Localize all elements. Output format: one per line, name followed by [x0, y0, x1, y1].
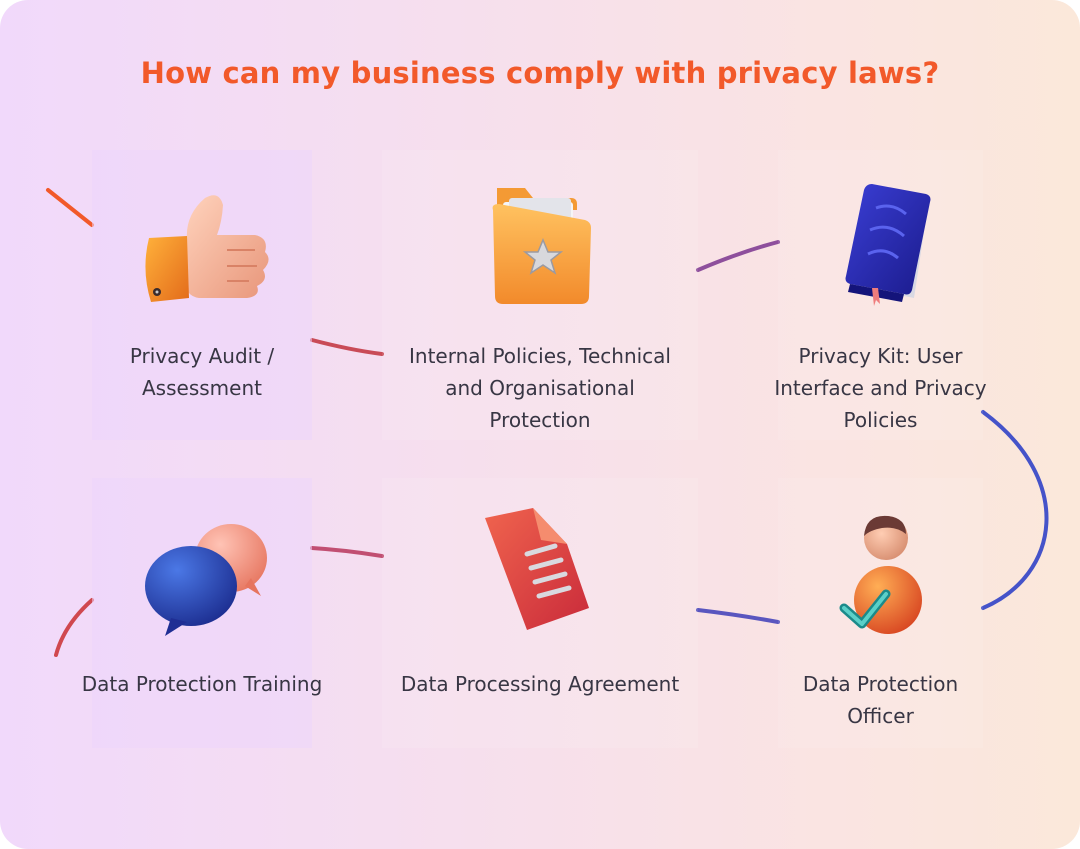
folder-star-icon [465, 180, 615, 310]
connector-officer-to-agreement [696, 608, 780, 624]
step-data-processing-agreement: Data Processing Agreement [382, 478, 698, 748]
step-internal-policies: Internal Policies, Technical and Organis… [382, 150, 698, 440]
thumbs-up-icon [127, 180, 277, 310]
connector-kit-to-officer [981, 410, 1049, 610]
step-label: Data Processing Agreement [400, 672, 680, 696]
chat-bubbles-icon [127, 508, 277, 638]
connector-start-line [46, 188, 94, 227]
page-title: How can my business comply with privacy … [140, 56, 940, 90]
book-icon [806, 180, 956, 310]
connector-agreement-to-training [310, 546, 384, 558]
connector-audit-to-policies [310, 338, 384, 356]
step-data-protection-officer: Data Protection Officer [778, 478, 983, 748]
connector-policies-to-kit [696, 240, 780, 272]
document-icon [465, 508, 615, 638]
step-label: Privacy Kit: User Interface and Privacy … [774, 344, 987, 432]
step-label: Data Protection Training [81, 672, 323, 696]
step-data-protection-training: Data Protection Training [82, 478, 322, 748]
step-privacy-kit: Privacy Kit: User Interface and Privacy … [774, 150, 987, 440]
step-label: Internal Policies, Technical and Organis… [409, 344, 671, 432]
step-label: Data Protection Officer [802, 672, 959, 728]
officer-check-icon [806, 508, 956, 638]
connector-end-line [54, 598, 94, 657]
step-label: Privacy Audit / Assessment [129, 344, 275, 400]
step-privacy-audit: Privacy Audit / Assessment [92, 150, 312, 440]
